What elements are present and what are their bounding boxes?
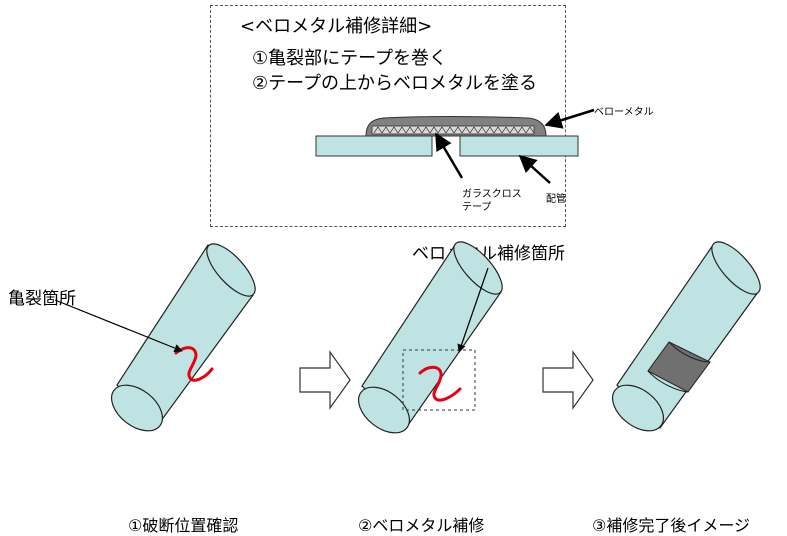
crack-arrow xyxy=(54,299,183,353)
pipe-1 xyxy=(54,243,256,432)
pipe-1-bottom-end xyxy=(111,384,163,432)
pipe-3-top-end xyxy=(711,241,761,295)
crack-mark-2 xyxy=(418,365,462,402)
cross-section xyxy=(315,108,595,184)
detail-step-2: ②テープの上からベロメタルを塗る xyxy=(252,73,538,94)
crack-mark-1 xyxy=(174,346,214,382)
caption-2: ②ベロメタル補修 xyxy=(358,516,485,535)
detail-title: <ベロメタル補修詳細> xyxy=(240,16,433,37)
glass-cloth-label-2: テープ xyxy=(462,202,492,213)
pipe-arrow xyxy=(518,154,551,184)
pipe-1-top-end xyxy=(206,243,256,297)
repair-area-box xyxy=(402,349,476,411)
caption-1: ①破断位置確認 xyxy=(128,516,239,535)
crack-label: 亀裂箇所 xyxy=(8,289,76,309)
pipe-3-bottom-end xyxy=(612,384,664,432)
step-arrow-1 xyxy=(299,350,351,410)
pipe-2-top-end xyxy=(453,241,503,295)
glass-cloth-tape xyxy=(371,125,535,135)
pipe-2 xyxy=(358,241,503,434)
pipe-2-bottom-end xyxy=(358,386,410,434)
band-edge-bottom xyxy=(647,370,689,393)
pipe-wall-left xyxy=(315,135,433,157)
tape-zigzag xyxy=(373,126,535,134)
glass-cloth-label-1: ガラスクロス xyxy=(462,189,522,200)
step-arrow-2 xyxy=(542,350,594,410)
caption-3: ③補修完了後イメージ xyxy=(592,516,751,535)
glass-cloth-arrow xyxy=(434,132,464,179)
detail-step-1: ①亀裂部にテープを巻く xyxy=(252,48,448,69)
bellometal-label: ベローメタル xyxy=(594,107,654,118)
detail-box xyxy=(210,5,566,227)
pipe-label: 配管 xyxy=(546,194,566,205)
pipe-wall-right xyxy=(459,135,579,157)
repair-area-arrow xyxy=(457,267,489,353)
band-edge-top xyxy=(668,341,711,363)
bellometal-arrow xyxy=(544,108,595,129)
pipe-3 xyxy=(612,241,761,432)
